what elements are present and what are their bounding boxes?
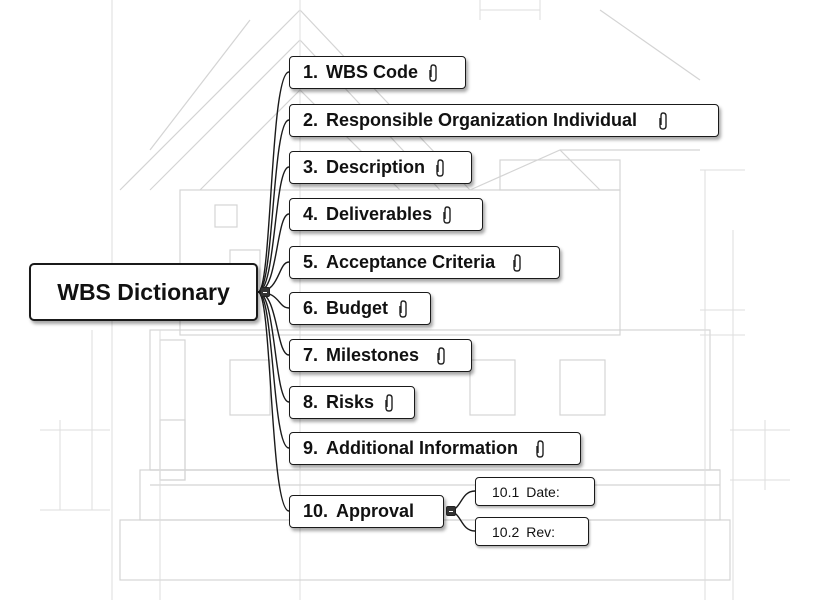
root-topic-label: WBS Dictionary	[57, 278, 230, 305]
topic-number: 9.	[303, 438, 319, 458]
topic-number: 6.	[303, 298, 319, 318]
root-topic[interactable]: WBS Dictionary	[29, 263, 258, 321]
subtopic-rev[interactable]: 10.2 Rev:	[475, 517, 589, 546]
topic-number: 8.	[303, 392, 319, 412]
topic-number: 1.	[303, 62, 319, 82]
topic-number: 4.	[303, 204, 319, 224]
topic-budget[interactable]: 6. Budget	[289, 292, 431, 325]
paperclip-icon[interactable]	[383, 393, 395, 412]
topic-number: 5.	[303, 252, 319, 272]
topic-wbs-code[interactable]: 1. WBS Code	[289, 56, 466, 89]
topic-number: 10.	[303, 501, 329, 521]
topic-label: Acceptance Criteria	[326, 252, 496, 272]
topic-deliverables[interactable]: 4. Deliverables	[289, 198, 483, 231]
topic-additional-information[interactable]: 9. Additional Information	[289, 432, 581, 465]
subtopic-date[interactable]: 10.1 Date:	[475, 477, 595, 506]
topic-label: WBS Code	[326, 62, 419, 82]
topic-label: Deliverables	[326, 204, 433, 224]
paperclip-icon[interactable]	[427, 63, 439, 82]
paperclip-icon[interactable]	[534, 439, 546, 458]
paperclip-icon[interactable]	[657, 111, 669, 130]
topic-label: Risks	[326, 392, 375, 412]
topic-risks[interactable]: 8. Risks	[289, 386, 415, 419]
topic-number: 2.	[303, 110, 319, 130]
topic-label: Description	[326, 157, 426, 177]
subtopic-number: 10.2	[492, 523, 520, 540]
topic-number: 3.	[303, 157, 319, 177]
topic-milestones[interactable]: 7. Milestones	[289, 339, 472, 372]
paperclip-icon[interactable]	[441, 205, 453, 224]
collapse-toggle-root[interactable]	[260, 287, 270, 297]
topic-description[interactable]: 3. Description	[289, 151, 472, 184]
topic-label: Milestones	[326, 345, 420, 365]
subtopic-label: Rev:	[526, 523, 556, 540]
subtopic-number: 10.1	[492, 483, 520, 500]
topic-label: Budget	[326, 298, 389, 318]
topic-approval[interactable]: 10. Approval	[289, 495, 444, 528]
paperclip-icon[interactable]	[434, 158, 446, 177]
paperclip-icon[interactable]	[397, 299, 409, 318]
topic-label: Additional Information	[326, 438, 518, 458]
topic-acceptance-criteria[interactable]: 5. Acceptance Criteria	[289, 246, 560, 279]
paperclip-icon[interactable]	[511, 253, 523, 272]
topic-responsible-organization[interactable]: 2. Responsible Organization Individual	[289, 104, 719, 137]
subtopic-label: Date:	[526, 483, 560, 500]
topic-label: Approval	[336, 501, 415, 521]
paperclip-icon[interactable]	[435, 346, 447, 365]
topic-number: 7.	[303, 345, 319, 365]
collapse-toggle-approval[interactable]	[446, 506, 456, 516]
topic-label: Responsible Organization Individual	[326, 110, 638, 130]
